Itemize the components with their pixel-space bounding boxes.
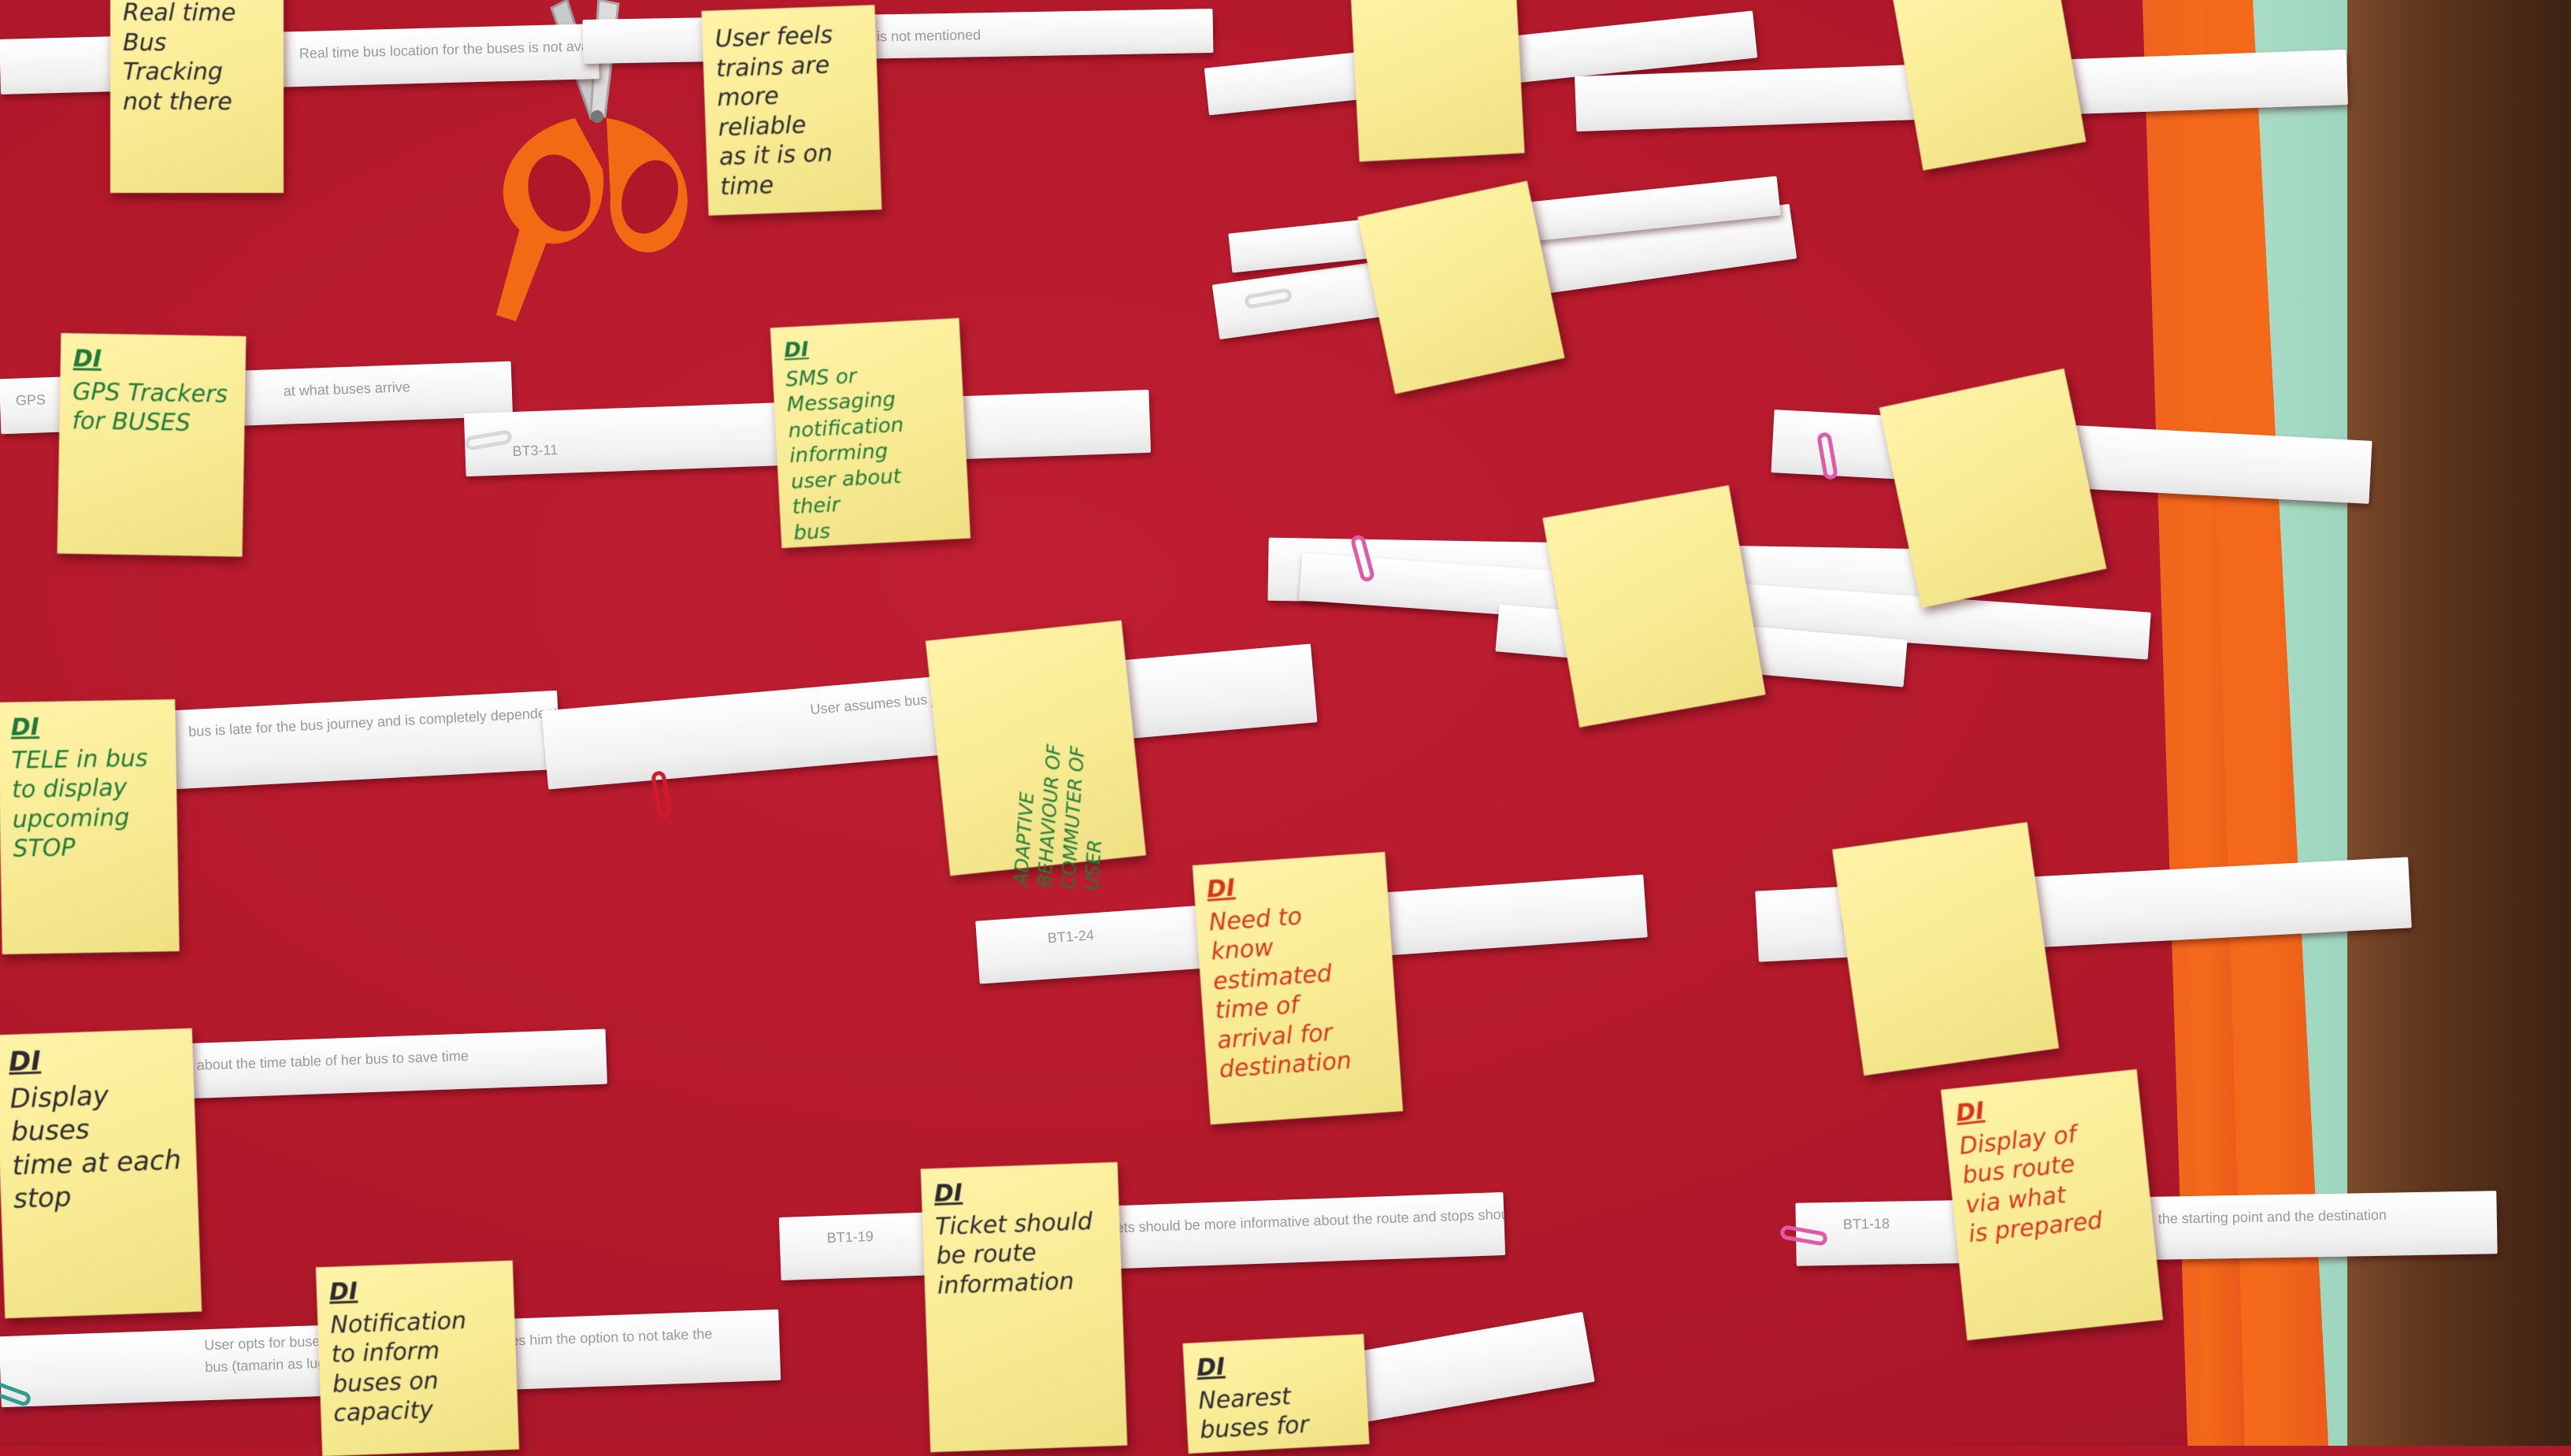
sticky-note: DI Nearest buses for — [1182, 1334, 1370, 1454]
note-text: Display buses time at each stop — [9, 1079, 182, 1215]
note-label: DI — [72, 345, 102, 373]
strip-text: GPS — [15, 391, 46, 409]
sticky-note — [1350, 0, 1525, 162]
note-text — [1363, 0, 1504, 2]
note-label — [1906, 0, 2044, 1]
note-text: Real time Bus Tracking not there — [123, 0, 236, 116]
note-label: DI — [1196, 1353, 1226, 1383]
note-text — [1907, 0, 2045, 4]
sticky-note: DI Ticket should be route information — [920, 1161, 1128, 1453]
strip-text: at what buses arrive — [283, 379, 411, 399]
strip-text: Real time bus location for the buses is … — [299, 37, 599, 61]
sticky-note: DI SMS or Messaging notification informi… — [770, 317, 971, 549]
note-text: Notification to inform buses on capacity — [329, 1306, 467, 1428]
strip-text: BT3-11 — [512, 442, 558, 460]
note-text: Need to know estimated time of arrival f… — [1208, 902, 1352, 1084]
sticky-note: DI Need to know estimated time of arriva… — [1192, 851, 1404, 1125]
sticky-note — [1542, 485, 1766, 728]
strip-text: ves him the option to not take the — [503, 1325, 713, 1349]
strip-text: bus is late for the bus journey and is c… — [187, 703, 562, 740]
strip-text: BT1-19 — [826, 1228, 874, 1246]
sticky-note — [1357, 180, 1565, 395]
sticky-note: Real time Bus Tracking not there — [110, 0, 284, 193]
sticky-note — [1832, 822, 2059, 1076]
sticky-note: ADAPTIVE BEHAVIOUR OF COMMUTER OF USER — [926, 620, 1146, 891]
strip-text: tickets should be more informative about… — [1094, 1206, 1506, 1237]
sticky-note: DI Display of bus route via what is prep… — [1940, 1069, 2164, 1341]
note-text: Display of bus route via what is prepare… — [1957, 1120, 2104, 1249]
sticky-note: DI Notification to inform buses on capac… — [315, 1260, 520, 1456]
sticky-note — [1891, 0, 2087, 171]
note-label: DI — [783, 337, 810, 363]
strip-text: BT1-18 — [1842, 1215, 1890, 1232]
strip-text: BT1-24 — [1047, 927, 1095, 947]
note-label: DI — [10, 713, 40, 742]
note-text: SMS or Messaging notification informing … — [785, 364, 908, 545]
note-label: DI — [933, 1179, 963, 1208]
note-text: Nearest buses for — [1197, 1382, 1310, 1445]
note-label: DI — [8, 1045, 42, 1078]
note-label: DI — [328, 1277, 358, 1306]
note-text: User feels trains are more reliable as i… — [714, 21, 833, 201]
strip-text: the starting point and the destination — [2157, 1206, 2387, 1227]
strip-text: User opts for buses — [203, 1332, 328, 1354]
strip-text: about the time table of her bus to save … — [196, 1047, 469, 1073]
note-text: Ticket should be route information — [934, 1207, 1093, 1300]
note-text: GPS Trackers for BUSES — [72, 377, 228, 437]
sticky-note: DI GPS Trackers for BUSES — [57, 332, 247, 558]
sticky-note: DI TELE in bus to display upcoming STOP — [0, 699, 180, 954]
sticky-note: DI Display buses time at each stop — [0, 1028, 202, 1319]
note-text-rotated: ADAPTIVE BEHAVIOUR OF COMMUTER OF USER — [1009, 743, 1107, 891]
note-text: TELE in bus to display upcoming STOP — [11, 744, 148, 863]
sticky-note: User feels trains are more reliable as i… — [701, 5, 882, 216]
strip-text: bus (tamarin as lugs — [204, 1354, 333, 1376]
